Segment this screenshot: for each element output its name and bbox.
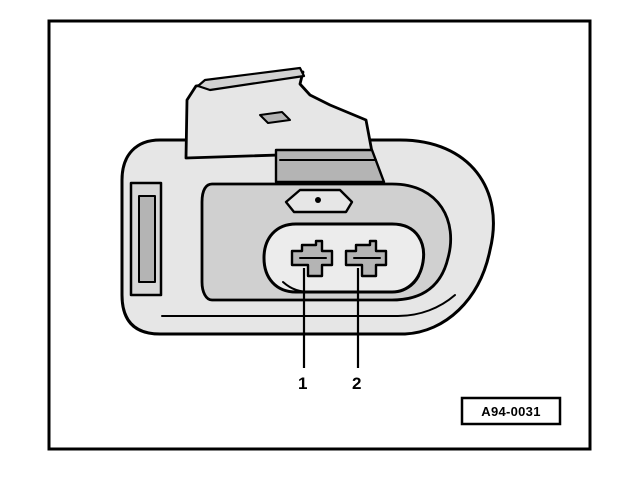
plug-face-shadow [282,275,420,293]
connector-housing [120,66,495,336]
reference-code: A94-0031 [481,404,541,419]
housing-bottom-contour [161,294,456,317]
side-latch-slot [138,195,156,283]
top-lock-tab [196,66,306,92]
pin-2-socket [344,239,388,278]
pin-2-label: 2 [352,374,361,393]
pin-1-label: 1 [298,374,307,393]
center-key-dot [315,197,321,203]
pin-1-socket [290,239,334,278]
top-lock-slot [259,111,291,124]
plug-face [262,222,426,294]
face-top-strip [274,148,386,184]
reference-code-box [460,396,562,426]
